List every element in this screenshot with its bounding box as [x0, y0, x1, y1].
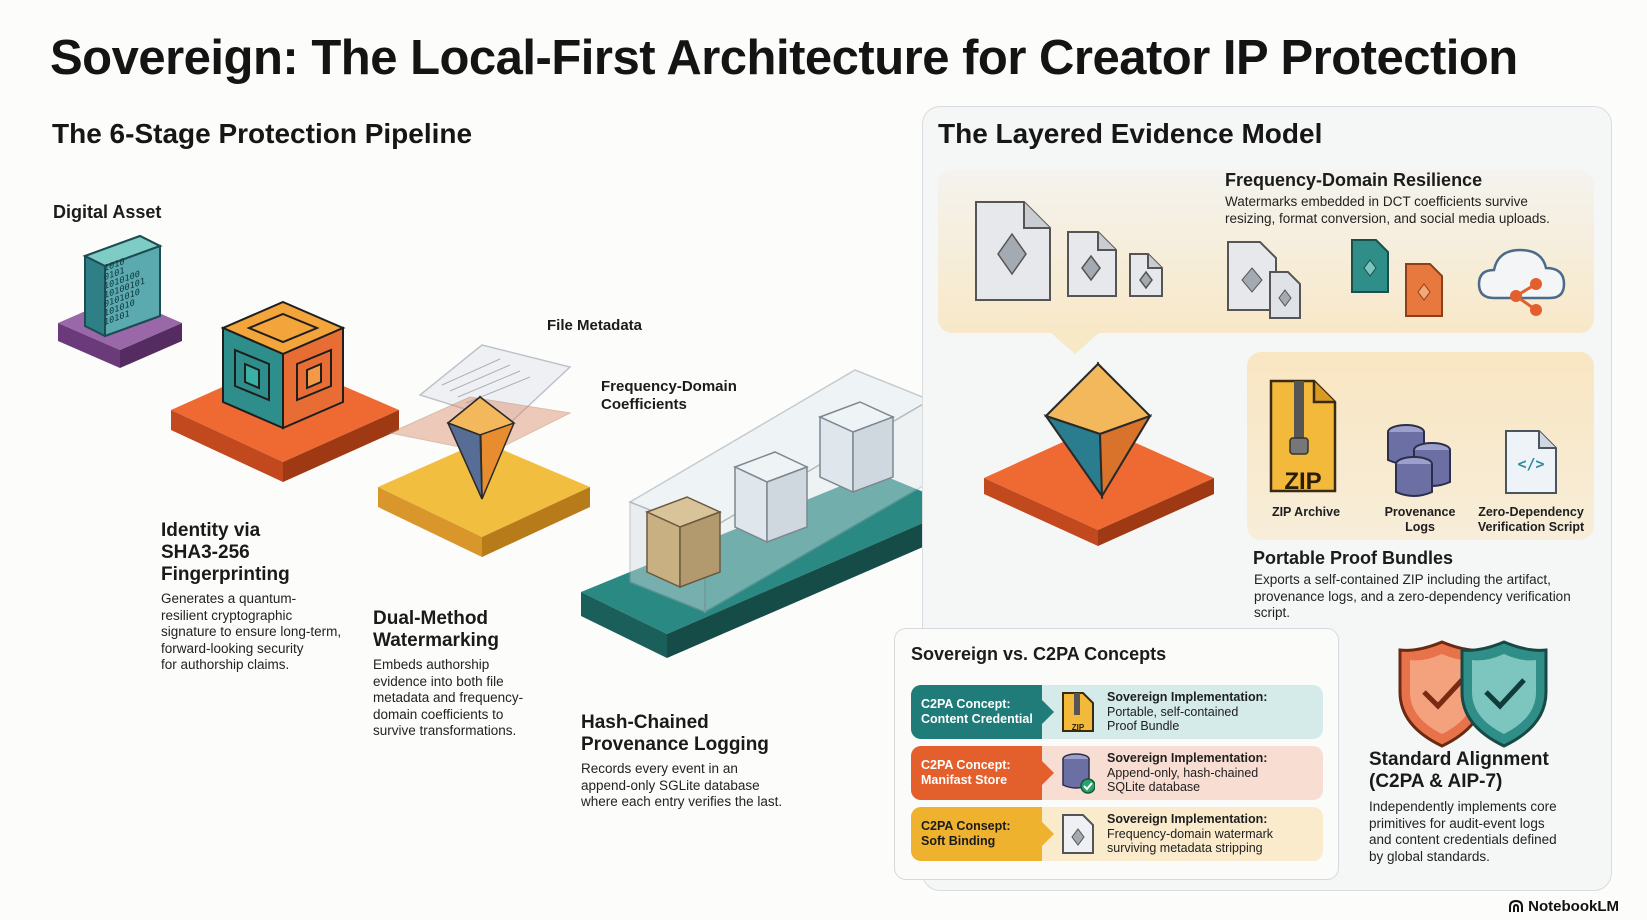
alignment-heading: Standard Alignment (C2PA & AIP-7): [1369, 749, 1549, 792]
asset-platform-right: [120, 323, 182, 368]
verification-script-label: Zero-Dependency Verification Script: [1477, 505, 1585, 534]
provenance-platform-top: [581, 472, 960, 634]
comparison-box: Sovereign vs. C2PA Concepts C2PA Concept…: [894, 628, 1339, 880]
document-medium-icon: [1067, 231, 1117, 297]
transformation-icons: [1227, 239, 1566, 319]
bundles-body: Exports a self-contained ZIP including t…: [1254, 572, 1571, 620]
implementation-text: Sovereign Implementation: Frequency-doma…: [1107, 812, 1274, 855]
watermarked-file-icon: [1062, 814, 1094, 854]
implementation-text: Sovereign Implementation: Portable, self…: [1107, 690, 1268, 733]
notebooklm-logo-icon: [1509, 899, 1523, 912]
central-gem-icon: [1043, 361, 1153, 500]
comparison-row: C2PA Concept: Content Credential ZIP Sov…: [911, 685, 1323, 739]
zip-archive-icon: [1269, 379, 1337, 493]
digital-asset-label: Digital Asset: [53, 202, 162, 222]
implementation-text: Sovereign Implementation: Append-only, h…: [1107, 751, 1268, 794]
concept-tag: C2PA Concept: Content Credential: [911, 685, 1054, 739]
central-gem-illustration: [984, 361, 1214, 546]
watermark-gem-icon: [446, 395, 516, 500]
format-conversion-icon: [1351, 239, 1443, 317]
callout-pointer: [1050, 332, 1100, 354]
shield-check-icon-teal: [1460, 640, 1548, 748]
comparison-row: C2PA Concept: Manifast Store Sovereign I…: [911, 746, 1323, 800]
watermark-illustration: [378, 344, 590, 557]
file-metadata-label: File Metadata: [547, 317, 643, 334]
stage-watermark-heading: Dual-Method Watermarking: [373, 608, 499, 651]
concept-tag: C2PA Concept: Manifast Store: [911, 746, 1054, 800]
stage-fingerprint-heading: Identity via SHA3-256 Fingerprinting: [161, 520, 290, 585]
resized-documents-icon: [1227, 241, 1301, 319]
alignment-body: Independently implements core primitives…: [1369, 799, 1557, 864]
stage-watermark-body: Embeds authorship evidence into both fil…: [373, 657, 524, 738]
frequency-body: Watermarks embedded in DCT coefficients …: [1225, 194, 1550, 226]
stage-provenance-heading: Hash-Chained Provenance Logging: [581, 712, 769, 755]
zip-text: ZIP: [1284, 468, 1322, 495]
provenance-block-1: [645, 496, 722, 589]
code-glyph: </>: [1517, 455, 1545, 473]
fingerprint-cube-icon: [220, 300, 346, 430]
stage-fingerprint-body: Generates a quantum- resilient cryptogra…: [161, 591, 342, 672]
provenance-logs-icon: [1387, 424, 1451, 497]
bundles-heading: Portable Proof Bundles: [1253, 548, 1454, 568]
provenance-logs-label: Provenance Logs: [1384, 505, 1456, 534]
fingerprint-illustration: [171, 300, 399, 482]
pipeline-title: The 6-Stage Protection Pipeline: [52, 118, 473, 149]
cloud-share-icon: [1477, 248, 1566, 316]
database-check-icon: [1062, 753, 1095, 794]
notebooklm-label: NotebookLM: [1528, 898, 1619, 915]
frequency-coefficients-label: Frequency-Domain Coefficients: [601, 378, 737, 413]
zip-file-icon: [1062, 692, 1094, 732]
frequency-heading: Frequency-Domain Resilience: [1225, 170, 1483, 190]
provenance-chain-illustration: [581, 369, 960, 658]
comparison-row: C2PA Consept: Soft Binding Sovereign Imp…: [911, 807, 1323, 861]
alignment-shields-illustration: [1398, 640, 1548, 748]
digital-asset-illustration: [58, 234, 182, 368]
stage-provenance-body: Records every event in an append-only SG…: [581, 761, 783, 809]
provenance-block-2: [733, 451, 809, 544]
zip-archive-label: ZIP Archive: [1271, 505, 1341, 519]
comparison-title: Sovereign vs. C2PA Concepts: [911, 644, 1167, 664]
document-small-icon: [1129, 253, 1163, 297]
evidence-model-title: The Layered Evidence Model: [938, 118, 1323, 149]
document-large-icon: [975, 201, 1051, 301]
shrinking-documents-illustration: [975, 201, 1163, 301]
verification-script-icon: [1505, 430, 1557, 494]
page-title: Sovereign: The Local-First Architecture …: [50, 31, 1518, 85]
zip-mini-text: ZIP: [1071, 723, 1085, 732]
concept-tag: C2PA Consept: Soft Binding: [911, 807, 1054, 861]
provenance-block-3: [818, 401, 895, 494]
asset-platform-left: [58, 323, 120, 368]
notebooklm-brand: NotebookLM: [1508, 898, 1619, 915]
